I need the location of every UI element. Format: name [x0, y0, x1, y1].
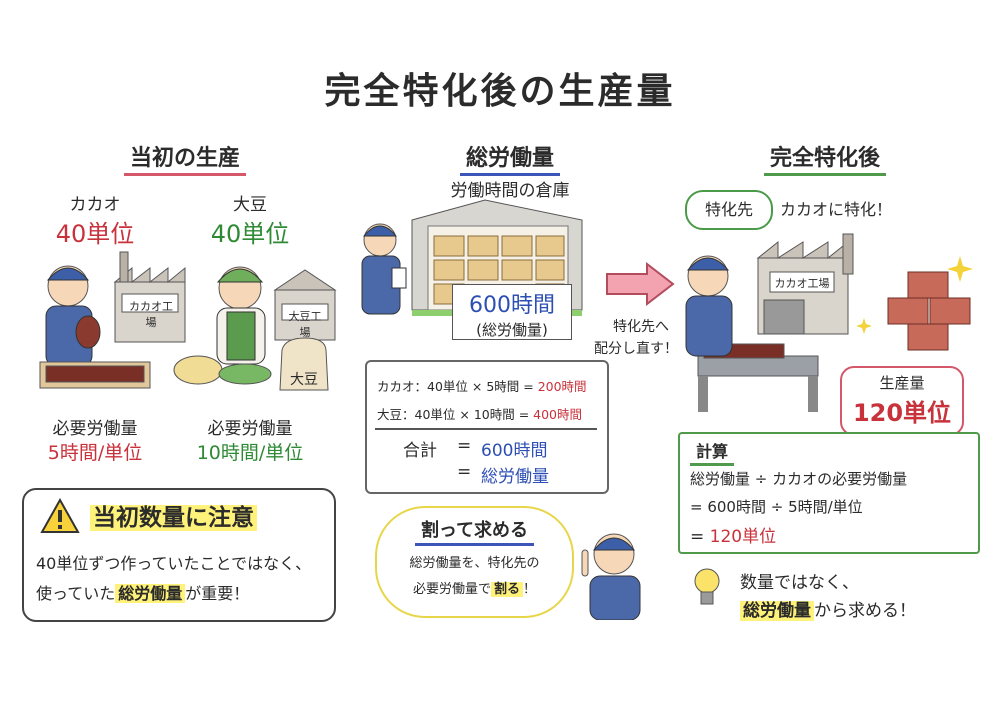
soy-name: 大豆: [233, 195, 267, 215]
cacao-tray-icon: [39, 361, 151, 389]
hours-sub: (総労働量): [476, 321, 548, 339]
reallocate-line2: 配分し直す！: [594, 341, 678, 357]
right-factory-label: カカオ工場: [774, 277, 830, 290]
cacao-worker-icon: [45, 265, 101, 367]
soy-worker-icon: [216, 266, 266, 365]
soybean-bowl-icon: [173, 355, 272, 385]
calc-line3: = 120単位: [690, 527, 777, 547]
hours-card: 600時間 (総労働量): [452, 284, 572, 340]
specialize-text: カカオに特化！: [780, 200, 893, 219]
cacao-amount: 40単位: [55, 220, 135, 248]
warning-line1: 40単位ずつ作っていたことではなく、: [36, 554, 312, 573]
cacao-required-label: 必要労働量: [52, 419, 138, 439]
divide-line1: 総労働量を、特化先の: [409, 556, 540, 571]
conveyor-icon: [697, 343, 819, 412]
calc-sum-eq2: =: [457, 462, 472, 482]
calc-row-soy: 大豆：40単位 × 10時間 = 400時間: [377, 407, 583, 422]
warning-line2: 使っていた総労働量が重要！: [36, 584, 250, 603]
soy-required-label: 必要労働量: [207, 419, 293, 439]
lightbulb-icon: [694, 568, 720, 605]
soy-sack-label: 大豆: [290, 372, 318, 388]
specialized-production-illustration: [685, 233, 973, 412]
warehouse-label: 労働時間の倉庫: [450, 181, 570, 201]
soy-factory-icon: [273, 269, 337, 341]
cacao-name: カカオ: [69, 195, 121, 215]
specialize-bubble-text: 特化先: [704, 200, 753, 219]
hours-value: 600時間: [469, 293, 555, 318]
output-badge: 生産量 120単位: [840, 366, 964, 436]
right-heading: 完全特化後: [735, 140, 915, 176]
calc-box: 計算 総労働量 ÷ カカオの必要労働量 = 600時間 ÷ 5時間/単位 = 1…: [678, 432, 980, 554]
divide-speech-bubble: 割って求める 総労働量を、特化先の 必要労働量で割る！: [375, 506, 574, 618]
divide-heading: 割って求める: [377, 516, 572, 546]
sparkle-icon: [856, 256, 973, 334]
specialized-worker-icon: [685, 255, 733, 357]
specialize-bubble: 特化先: [685, 190, 773, 230]
chocolate-boxes-icon: [887, 271, 971, 351]
right-arrow-icon: [606, 262, 675, 306]
divide-line2: 必要労働量で割る！: [412, 582, 537, 597]
calc-row-cacao: カカオ：40単位 × 5時間 = 200時間: [377, 379, 587, 394]
reallocate-line1: 特化先へ: [613, 319, 669, 335]
calc-line1: 総労働量 ÷ カカオの必要労働量: [690, 470, 908, 488]
pointing-worker-icon: [581, 533, 641, 620]
tip-line1: 数量ではなく、: [740, 573, 859, 593]
output-value: 120単位: [852, 399, 952, 427]
left-heading: 当初の生産: [95, 140, 275, 176]
cacao-factory-icon: [113, 251, 186, 343]
calc-heading: 計算: [690, 438, 735, 466]
cacao-factory-label: カカオ工場: [129, 300, 173, 329]
cacao-required-value: 5時間/単位: [47, 442, 143, 464]
tip-line2: 総労働量から求める！: [740, 596, 916, 621]
soy-required-value: 10時間/単位: [196, 442, 304, 464]
middle-heading: 総労働量: [420, 140, 600, 176]
soy-amount: 40単位: [210, 220, 290, 248]
initial-production-illustration: [39, 251, 337, 391]
warning-box: 当初数量に注意 40単位ずつ作っていたことではなく、 使っていた総労働量が重要！: [22, 488, 336, 622]
calc-line2: = 600時間 ÷ 5時間/単位: [690, 498, 863, 516]
soy-factory-label: 大豆工場: [288, 310, 322, 339]
warning-icon: [40, 498, 80, 533]
soy-sack-icon: [279, 337, 329, 391]
calc-sum-label: 合計: [403, 441, 437, 461]
cacao-factory-icon: [756, 233, 854, 335]
warning-heading: 当初数量に注意: [90, 498, 257, 532]
page-title: 完全特化後の生産量: [324, 71, 676, 112]
calc-sum-value: 600時間: [481, 441, 548, 461]
labor-calc-card: カカオ：40単位 × 5時間 = 200時間 大豆：40単位 × 10時間 = …: [365, 360, 609, 494]
output-label: 生産量: [879, 374, 925, 392]
clipboard-worker-icon: [361, 223, 407, 315]
calc-sum-eq: =: [457, 436, 472, 456]
calc-sum-name: 総労働量: [481, 467, 549, 487]
